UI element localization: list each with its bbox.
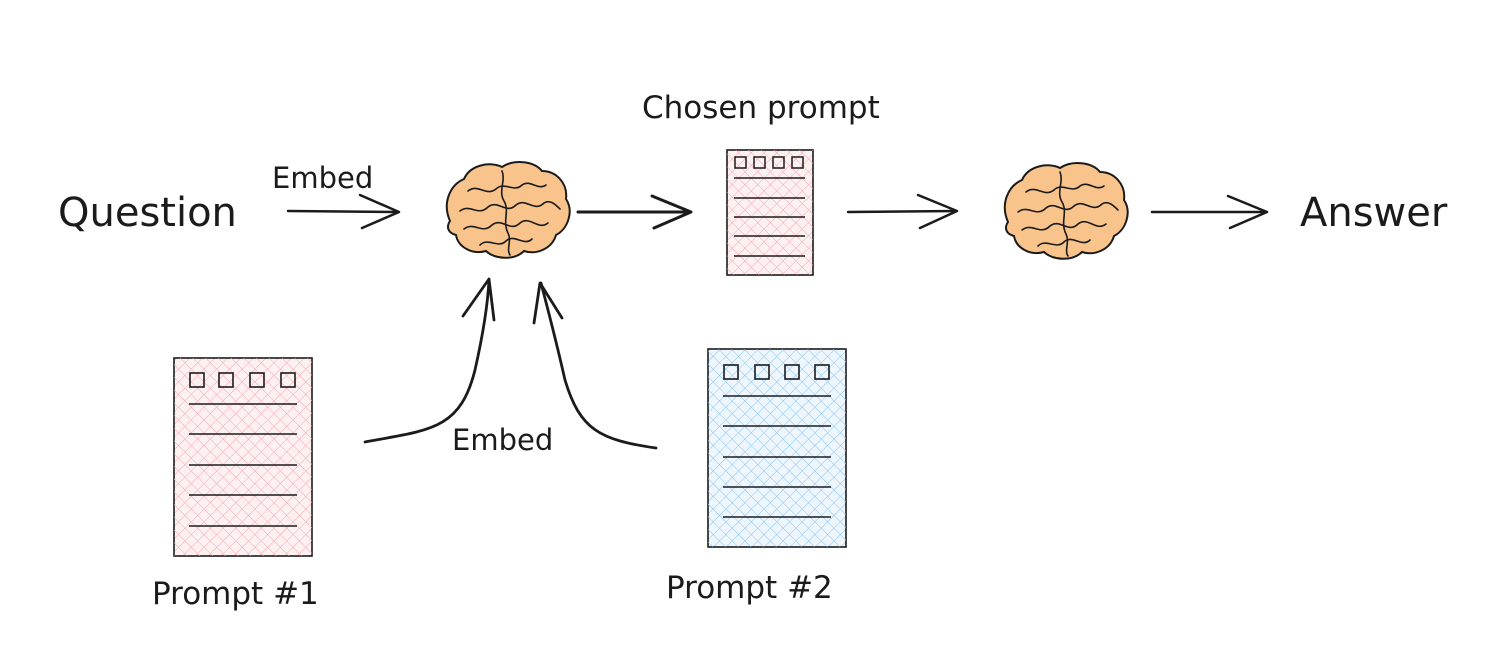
prompt2-label: Prompt #2 xyxy=(666,570,833,606)
brain-icon xyxy=(445,161,571,259)
embed-label-top: Embed xyxy=(272,161,373,195)
chosen-prompt-document-icon xyxy=(726,149,814,276)
arrow-chosen-prompt-to-brain xyxy=(846,193,959,230)
arrow-prompt1-to-brain xyxy=(363,277,496,444)
chosen-prompt-label: Chosen prompt xyxy=(642,90,880,126)
arrow-brain-to-chosen-prompt xyxy=(576,194,693,230)
arrow-brain-to-answer xyxy=(1150,194,1269,230)
arrow-prompt2-to-brain xyxy=(532,281,658,450)
question-label: Question xyxy=(58,190,237,236)
prompt2-document-icon xyxy=(707,348,847,548)
prompt1-label: Prompt #1 xyxy=(152,576,319,612)
brain-icon-2 xyxy=(1003,162,1129,260)
prompt1-document-icon xyxy=(173,357,313,557)
answer-label: Answer xyxy=(1300,190,1448,236)
embed-label-bottom: Embed xyxy=(452,423,553,457)
arrow-question-to-brain xyxy=(286,193,401,230)
